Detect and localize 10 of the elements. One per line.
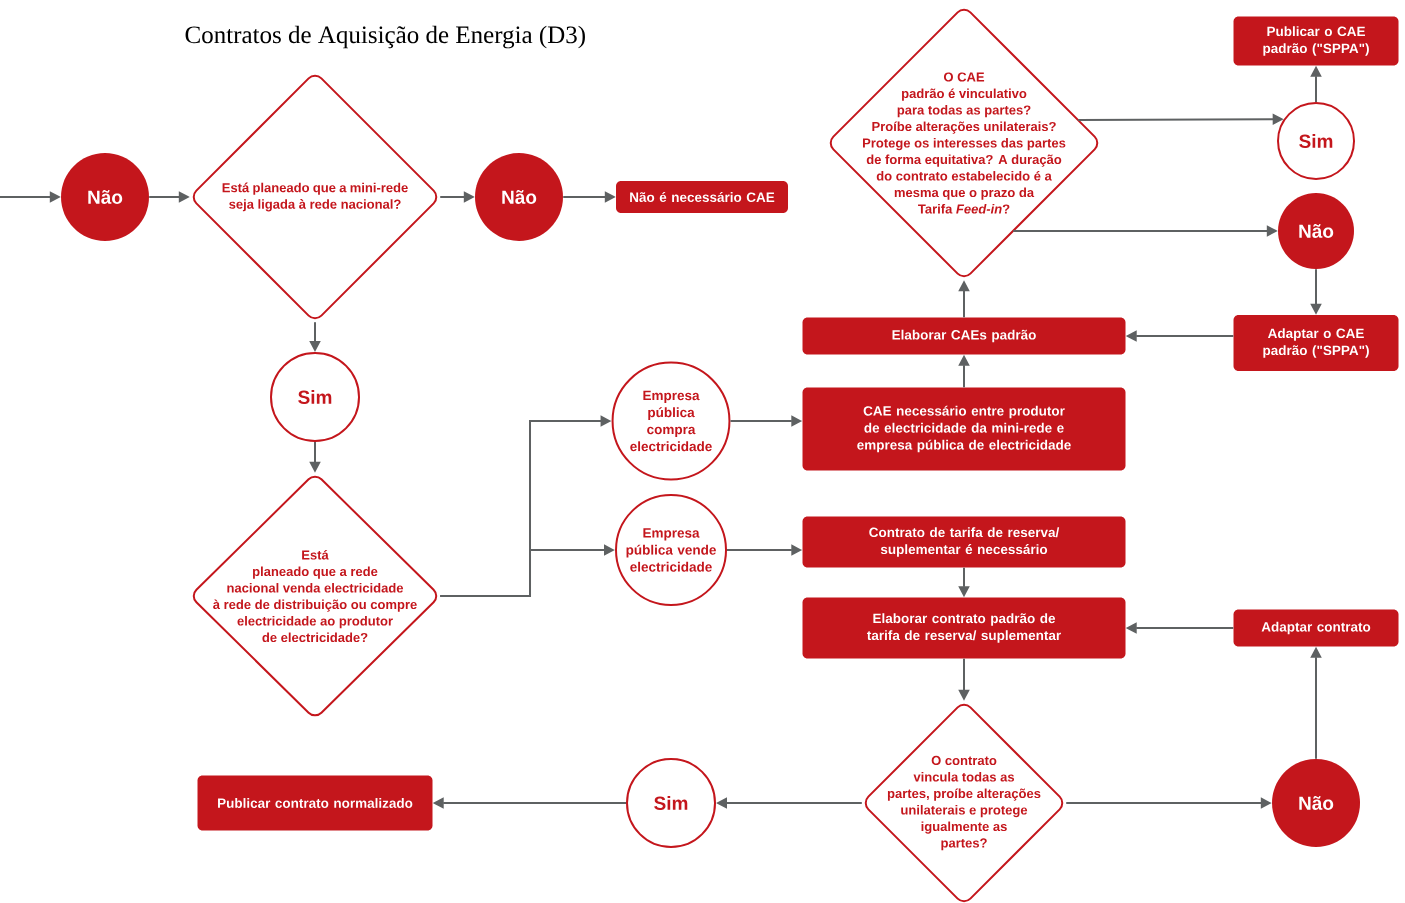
process-box: Elaborar CAEs padrão (802, 317, 1126, 355)
process-box: Adaptar contrato (1233, 609, 1399, 647)
title: Contratos de Aquisição de Energia (D3) (185, 25, 585, 49)
process-box: Publicar contrato normalizado (197, 775, 433, 831)
process-box: Contrato de tarifa de reserva/ suplementar é necessário (802, 516, 1126, 568)
process-box: Adaptar o CAE padrão ("SPPA") (1233, 315, 1399, 371)
process-box: Não é necessário CAE (616, 181, 788, 213)
process-box: CAE necessário entre produtor de electricidade da mini-rede e empresa pública de electricidade (802, 387, 1126, 471)
process-box: Publicar o CAE padrão ("SPPA") (1233, 16, 1399, 66)
process-box: Elaborar contrato padrão de tarifa de reserva/ suplementar (802, 597, 1126, 659)
